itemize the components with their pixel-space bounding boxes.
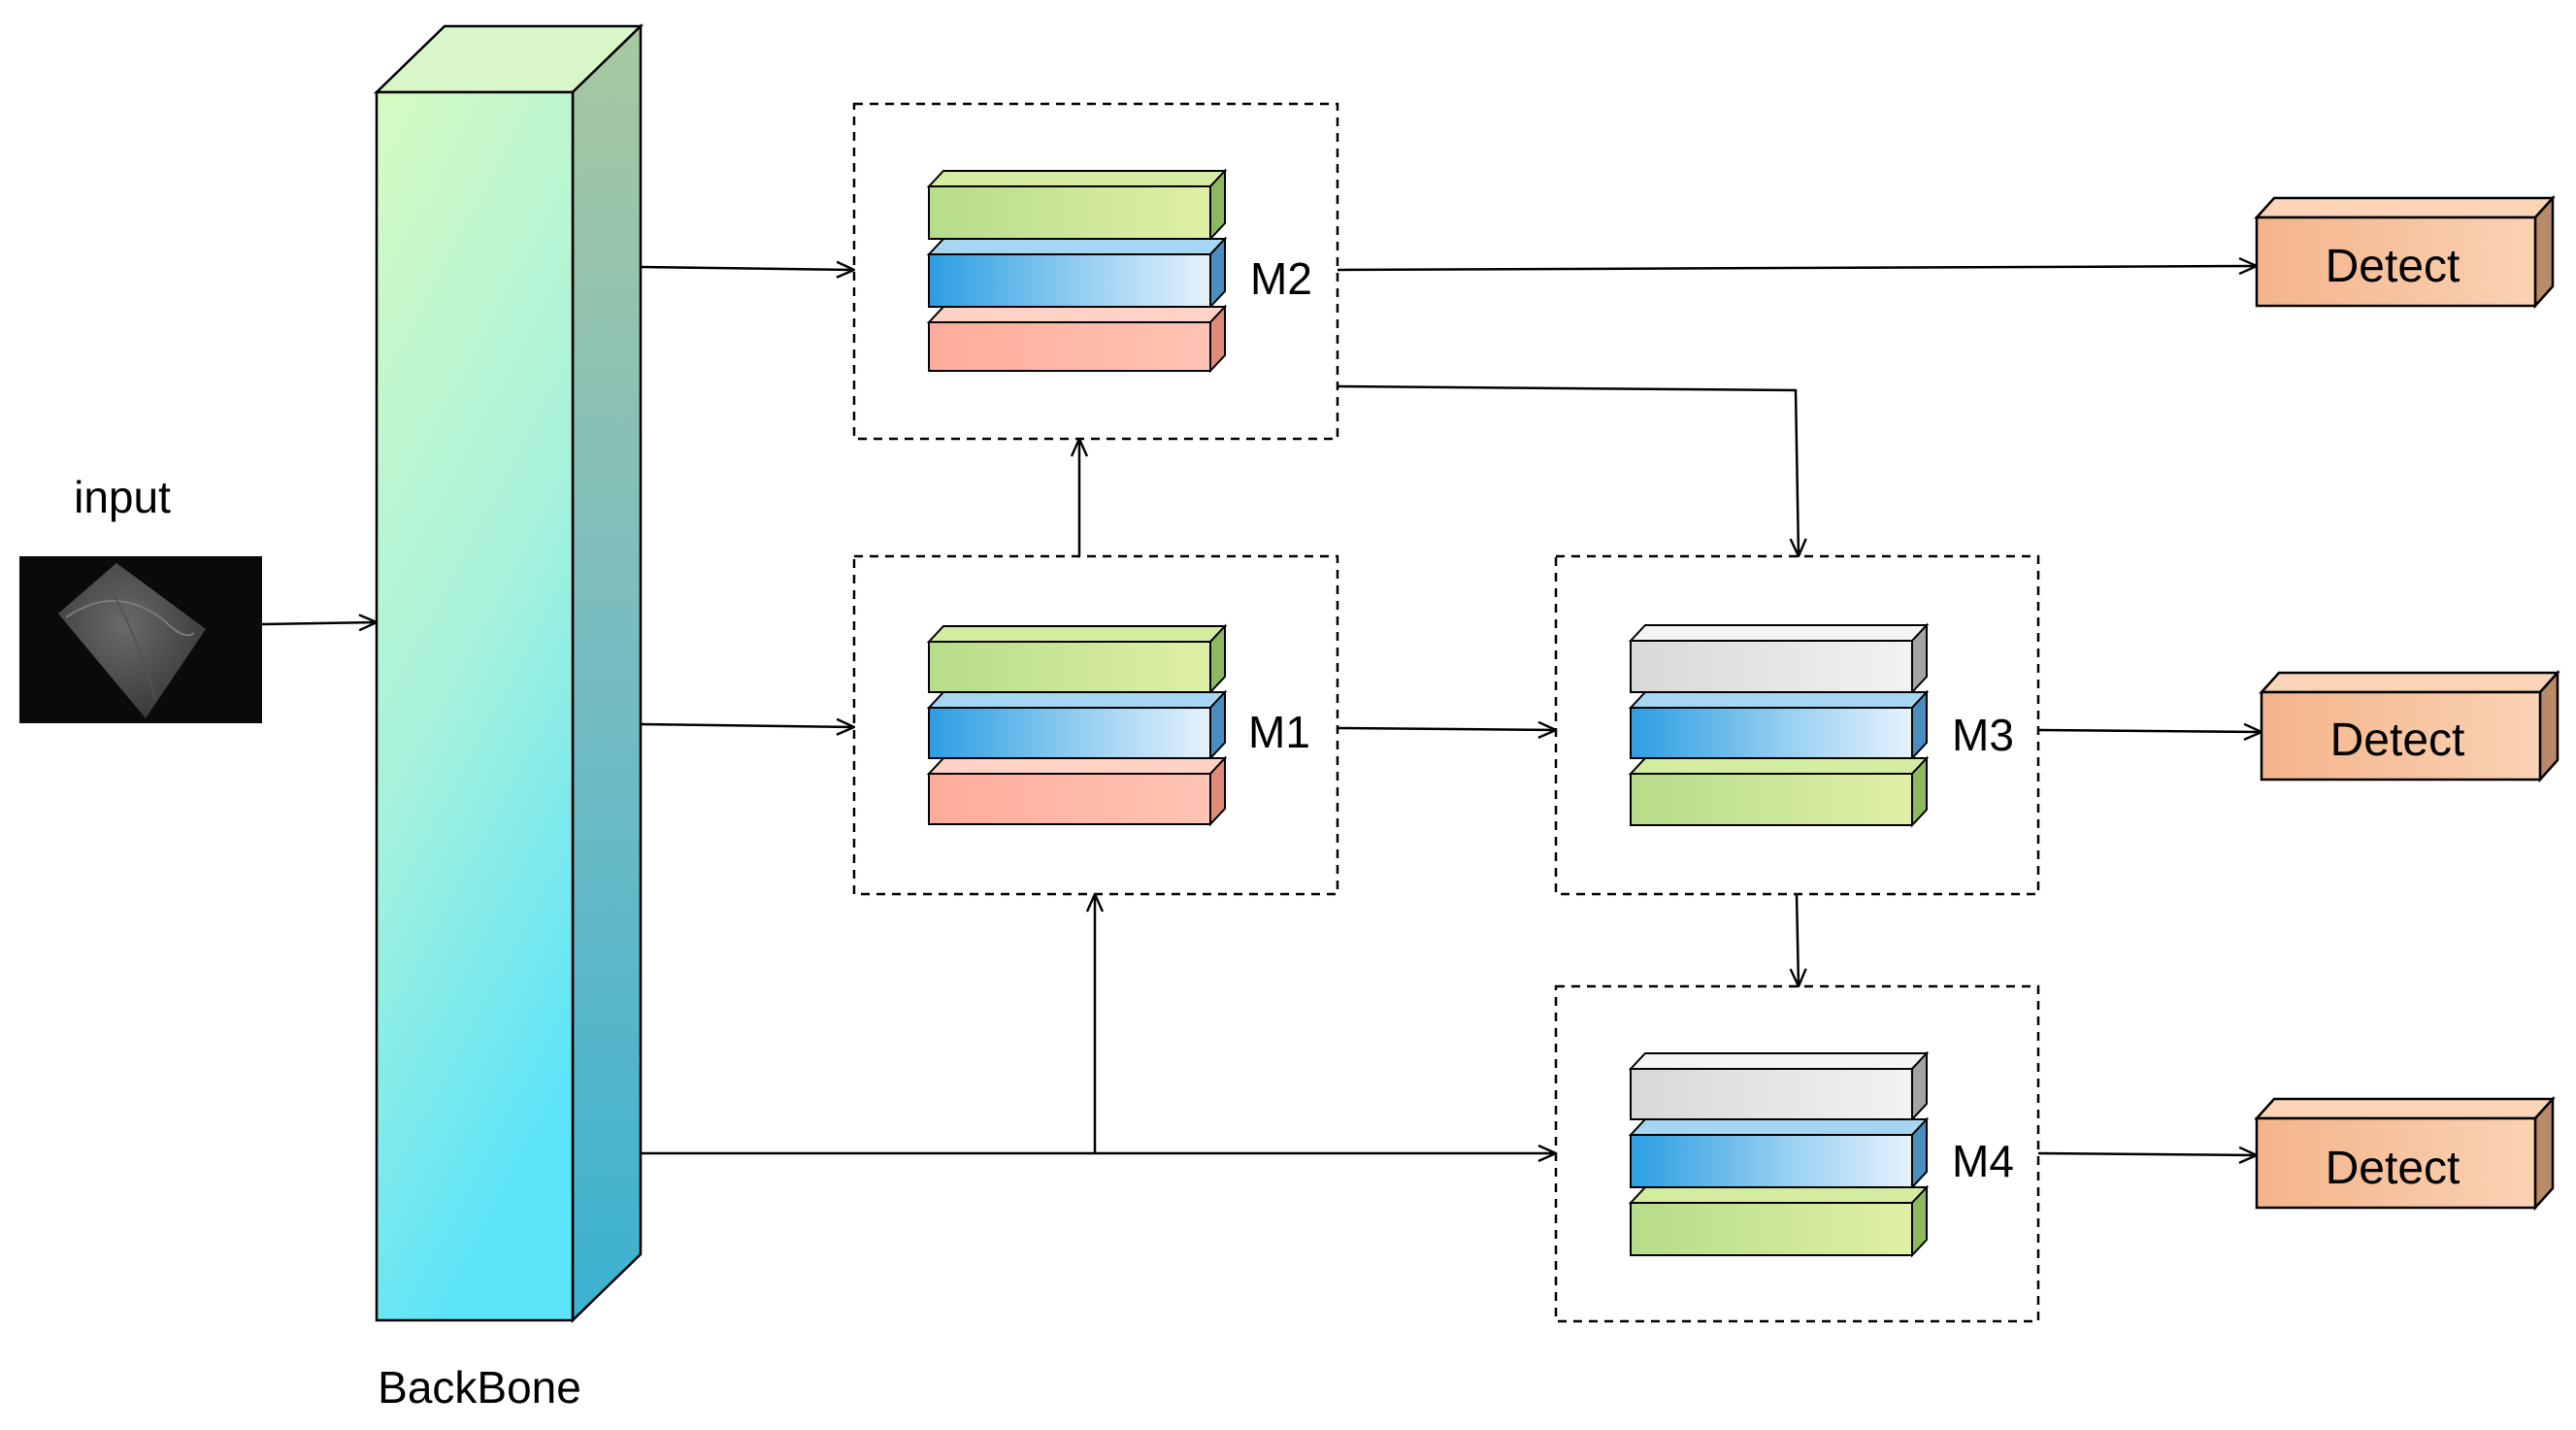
m3-layer-gray — [1628, 622, 1930, 695]
module-m1: M1 — [852, 554, 1339, 896]
module-m3: M3 — [1554, 554, 2040, 896]
m3-label: M3 — [1952, 710, 2014, 760]
m2-layer-pink — [926, 304, 1228, 374]
detect-box-1: Detect — [2254, 194, 2556, 310]
m1-layer-pink — [926, 755, 1228, 827]
m4-layer-blue — [1628, 1116, 1930, 1190]
m3-layer-green — [1628, 755, 1930, 828]
backbone-label: BackBone — [378, 1362, 581, 1413]
m4-layer-gray — [1628, 1050, 1930, 1122]
detect-box-2: Detect — [2259, 669, 2560, 783]
m1-layer-blue — [926, 689, 1228, 761]
input-image — [19, 556, 262, 723]
detect-label-1: Detect — [2326, 241, 2460, 292]
module-m2: M2 — [852, 102, 1339, 441]
m1-layer-green — [926, 623, 1228, 695]
arrow-backbone-to-m1 — [640, 724, 854, 727]
m3-layer-blue — [1628, 689, 1930, 761]
m1-label: M1 — [1248, 707, 1310, 757]
arrow-m3-to-detect — [2037, 730, 2262, 732]
detect-label-2: Detect — [2330, 715, 2465, 766]
detect-box-3: Detect — [2254, 1095, 2556, 1212]
arrow-m4-to-detect — [2037, 1153, 2257, 1155]
backbone-column — [373, 23, 644, 1323]
arrow-m1-to-m3 — [1337, 728, 1556, 730]
arrow-input-to-backbone — [261, 622, 377, 624]
m4-layer-green — [1628, 1184, 1930, 1258]
arrow-m3-to-m4 — [1797, 893, 1799, 986]
connectors — [261, 266, 2262, 1155]
detect-label-3: Detect — [2326, 1143, 2460, 1194]
input-label: input — [74, 472, 171, 522]
module-m4: M4 — [1554, 984, 2040, 1323]
m2-label: M2 — [1250, 253, 1312, 304]
input-group: input — [19, 472, 262, 723]
m2-layer-blue — [926, 236, 1228, 310]
m4-label: M4 — [1952, 1136, 2014, 1186]
arrow-backbone-to-m2 — [640, 267, 854, 270]
arrow-m2-to-m3 — [1337, 384, 1799, 556]
m2-layer-green — [926, 168, 1228, 242]
arrow-m2-to-detect — [1337, 266, 2257, 270]
